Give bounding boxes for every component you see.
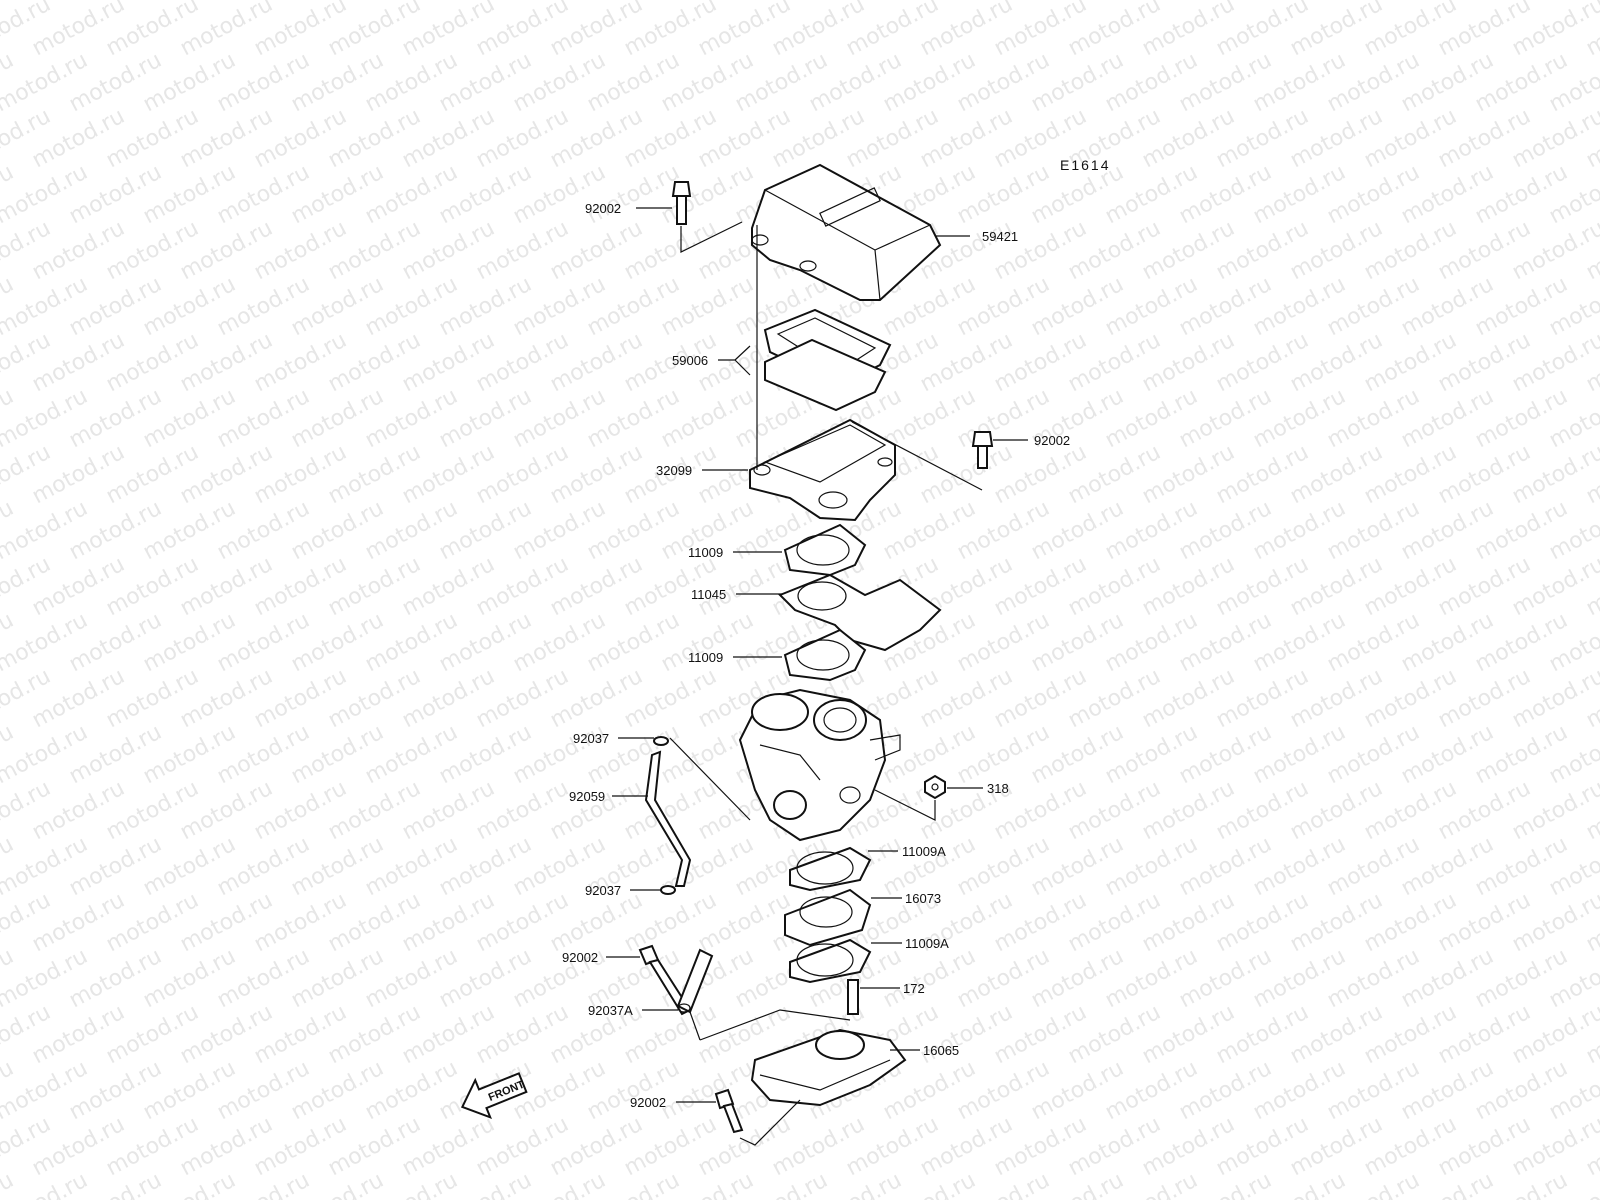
bolt-92002-top[interactable] xyxy=(671,181,743,253)
watermark-text: motod.ru xyxy=(0,1168,18,1200)
callout-16073[interactable]: 16073 xyxy=(905,891,941,906)
air-cleaner-cover[interactable] xyxy=(751,163,942,301)
callout-labels: 92002 59421 59006 92002 32099 11009 1104… xyxy=(562,201,1070,1110)
callout-92037A[interactable]: 92037A xyxy=(588,1003,633,1018)
callout-92002-top[interactable]: 92002 xyxy=(585,201,621,216)
callout-11009A-upper[interactable]: 11009A xyxy=(902,844,946,859)
clip-92037-upper[interactable] xyxy=(653,736,751,821)
plate-11045[interactable] xyxy=(778,573,942,652)
gasket-11009A-lower[interactable] xyxy=(789,938,872,984)
callout-92002-right[interactable]: 92002 xyxy=(1034,433,1070,448)
gasket-11009A-upper[interactable] xyxy=(789,846,872,892)
callout-318[interactable]: 318 xyxy=(987,781,1009,796)
bolt-92002-right[interactable] xyxy=(851,421,994,491)
callout-92059[interactable]: 92059 xyxy=(569,789,605,804)
callout-11009-lower[interactable]: 11009 xyxy=(688,650,723,665)
stud-172[interactable] xyxy=(847,979,859,1015)
callout-32099[interactable]: 32099 xyxy=(656,463,692,478)
hose-92059[interactable] xyxy=(644,750,692,887)
clamp-92037A[interactable] xyxy=(676,948,851,1041)
clip-92037-lower[interactable] xyxy=(660,885,676,895)
gasket-11009-upper[interactable] xyxy=(783,523,867,577)
carburetor[interactable] xyxy=(738,688,901,842)
leader-lines xyxy=(606,207,1028,1103)
intake-manifold-16065[interactable] xyxy=(750,1028,907,1107)
spacer-16073[interactable] xyxy=(784,888,872,947)
callout-172[interactable]: 172 xyxy=(903,981,925,996)
callout-11045[interactable]: 11045 xyxy=(691,587,726,602)
callout-92037-lower[interactable]: 92037 xyxy=(585,883,621,898)
callout-11009-upper[interactable]: 11009 xyxy=(688,545,723,560)
gasket-11009-lower[interactable] xyxy=(783,628,867,682)
diagram-code: E1614 xyxy=(1060,157,1110,173)
callout-92037-upper[interactable]: 92037 xyxy=(573,731,609,746)
nut-318[interactable] xyxy=(874,774,946,821)
callout-59006[interactable]: 59006 xyxy=(672,353,708,368)
air-filter-element[interactable] xyxy=(763,308,892,412)
callout-92002-bottom[interactable]: 92002 xyxy=(630,1095,666,1110)
callout-59421[interactable]: 59421 xyxy=(982,229,1018,244)
callout-92002-lower-left[interactable]: 92002 xyxy=(562,950,598,965)
bolt-92002-bottom[interactable] xyxy=(714,1088,801,1146)
callout-16065[interactable]: 16065 xyxy=(923,1043,959,1058)
callout-11009A-lower[interactable]: 11009A xyxy=(905,936,949,951)
